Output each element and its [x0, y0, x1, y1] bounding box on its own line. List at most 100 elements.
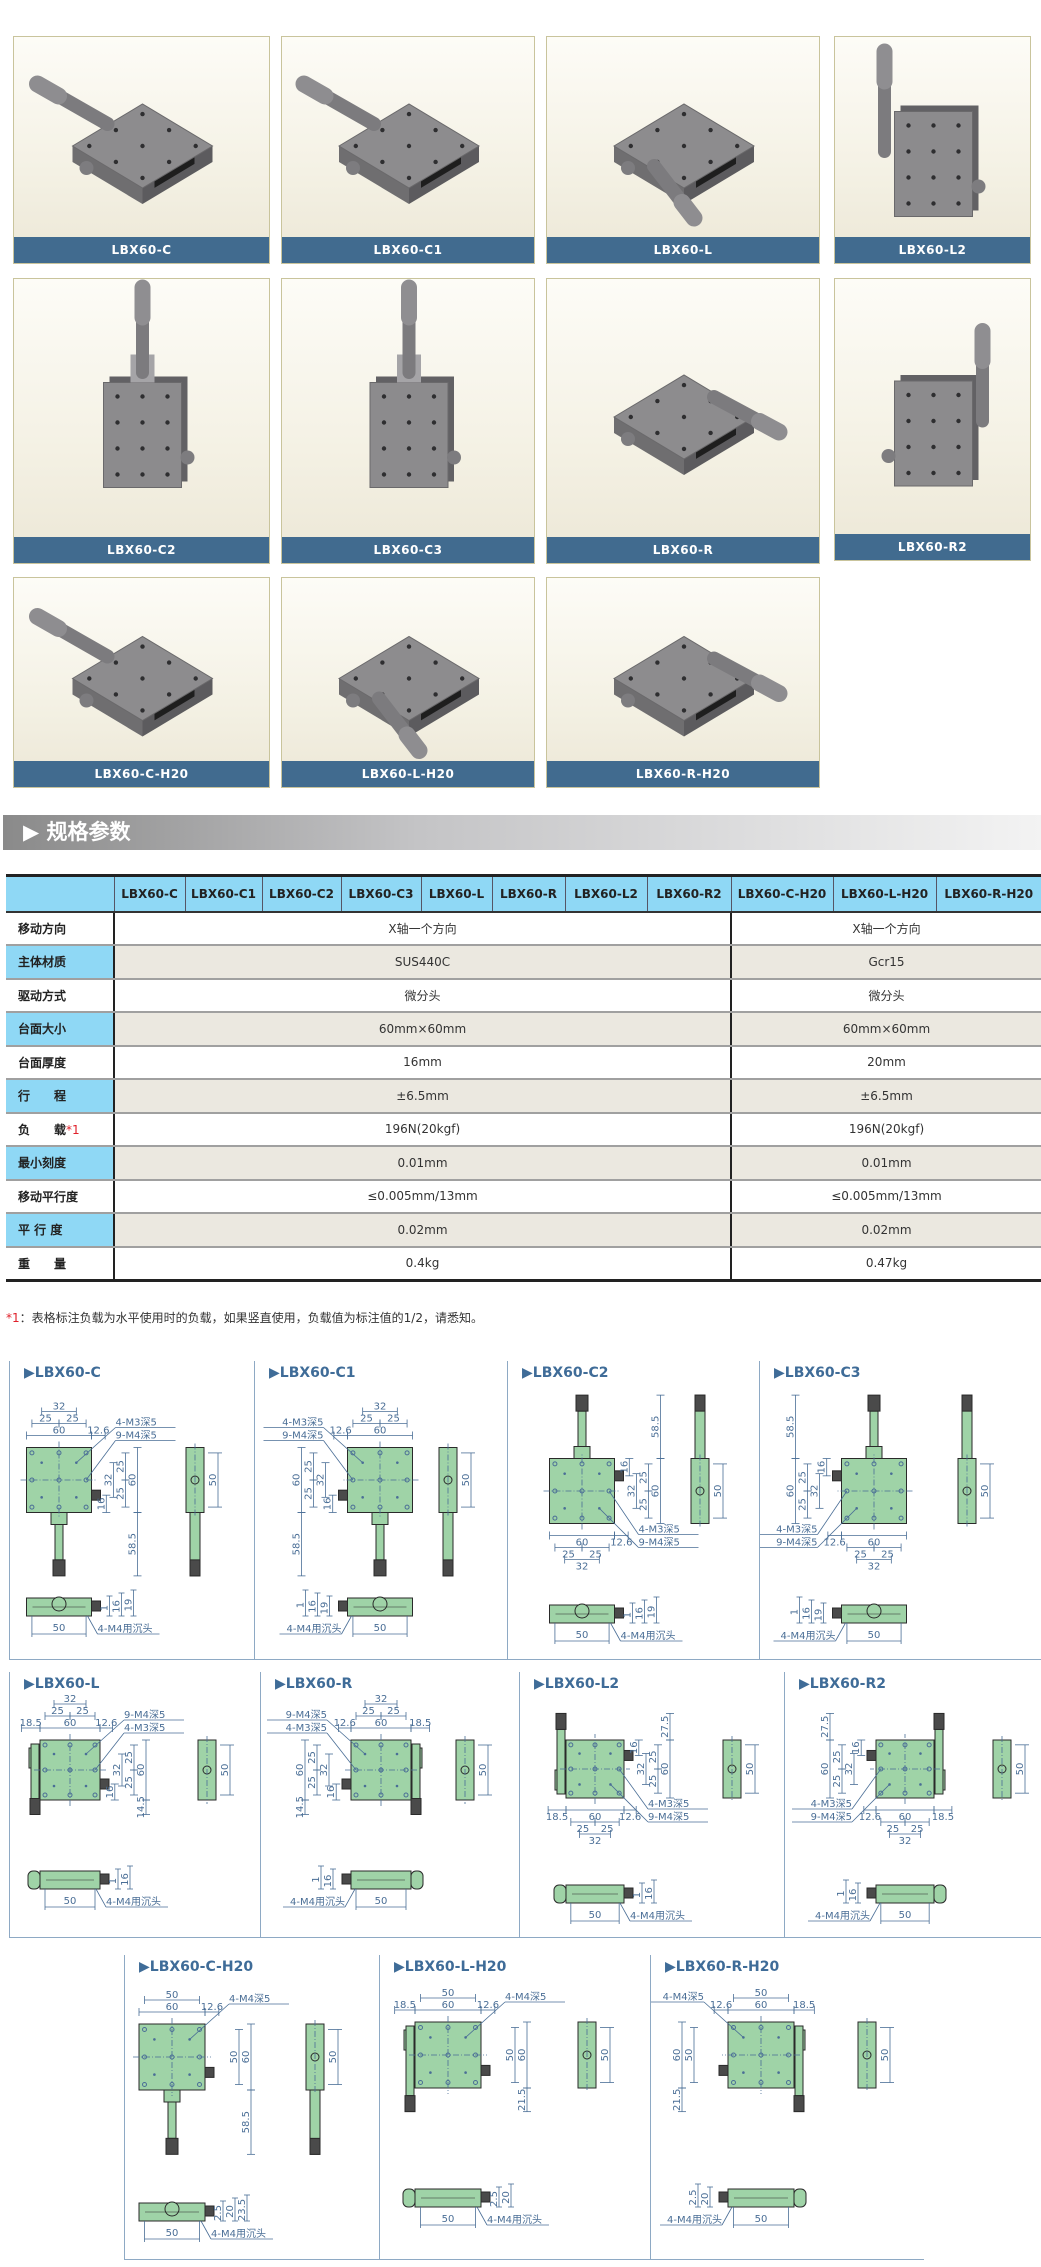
- tapped-hole: [606, 1461, 612, 1467]
- mount-hole: [433, 159, 438, 165]
- mount-hole: [681, 414, 687, 420]
- tapped-hole: [142, 2054, 147, 2060]
- tapped-hole: [403, 1742, 409, 1748]
- callout-label: 9-M4深5: [282, 1430, 323, 1442]
- dimension-label: 50: [220, 1764, 231, 1777]
- lock-knob: [621, 432, 635, 446]
- mount-hole: [931, 175, 936, 180]
- mount-hole: [628, 676, 633, 681]
- leader-line: [721, 2206, 733, 2226]
- row-label: 台面大小: [6, 1012, 115, 1047]
- leader-line: [95, 1888, 107, 1908]
- dimension-label: 12.6: [619, 1812, 641, 1823]
- product-label: LBX60-C-H20: [14, 761, 269, 787]
- dimension-label: 60: [292, 1474, 303, 1487]
- leader-line: [87, 1615, 98, 1635]
- product-card[interactable]: LBX60-L-H20: [281, 577, 535, 788]
- dimension-label: 18.5: [409, 1718, 431, 1729]
- product-card[interactable]: LBX60-R: [546, 278, 820, 564]
- dimension-label: 16: [851, 1741, 862, 1754]
- product-card[interactable]: LBX60-C-H20: [13, 577, 270, 788]
- mount-hole: [406, 472, 412, 477]
- product-card[interactable]: LBX60-R-H20: [546, 577, 820, 788]
- micrometer-thimble: [673, 193, 703, 227]
- tapped-hole: [429, 2071, 432, 2074]
- tapped-hole: [378, 1742, 384, 1748]
- product-card[interactable]: LBX60-L: [546, 36, 820, 264]
- row-label-text: 移动方向: [18, 921, 67, 936]
- callout-label: 4-M4用沉头: [667, 2213, 722, 2226]
- column-header: LBX60-L-H20: [832, 874, 936, 913]
- tapped-hole: [403, 1767, 409, 1773]
- dimension-label: 50: [505, 2049, 516, 2062]
- triangle-icon: ▶: [24, 1676, 35, 1692]
- tapped-hole: [350, 1477, 356, 1483]
- dimension-label: 27.5: [660, 1716, 671, 1738]
- dimension-label: 25: [601, 1824, 614, 1835]
- micrometer-thimble: [751, 413, 788, 441]
- tapped-hole: [568, 1790, 574, 1796]
- dimension-label: 12.6: [87, 1426, 109, 1437]
- dimension-label: 1: [836, 1890, 847, 1896]
- dimension-label: 25: [360, 1414, 373, 1425]
- product-photo: [338, 635, 480, 759]
- stage-side-left: [614, 417, 684, 475]
- dimension-label: 16: [308, 1600, 319, 1613]
- product-card[interactable]: LBX60-C: [13, 36, 270, 264]
- tapped-hole: [579, 1461, 585, 1467]
- callout-label: 4-M4用沉头: [106, 1895, 161, 1908]
- micrometer-body: [54, 1524, 64, 1561]
- dimension-label: 25: [639, 1471, 650, 1484]
- tapped-hole: [403, 1792, 409, 1798]
- dimension-label: 1: [311, 1876, 322, 1882]
- mount-hole: [906, 149, 911, 154]
- tapped-hole: [616, 1766, 622, 1772]
- tapped-hole: [42, 1742, 48, 1748]
- micrometer-thimble: [52, 1559, 66, 1577]
- product-card[interactable]: LBX60-C3: [281, 278, 535, 564]
- mount-hole: [956, 392, 961, 398]
- tapped-hole: [52, 1784, 56, 1788]
- front-micrometer-end: [372, 1596, 388, 1612]
- dimension-label: 60: [672, 2049, 683, 2062]
- tapped-hole: [919, 1752, 922, 1755]
- mount-hole: [381, 394, 387, 399]
- drawing-title: ▶LBX60-C-H20: [139, 1959, 253, 1975]
- micrometer-thimble: [165, 2137, 179, 2155]
- dimension-label: 1: [623, 1612, 634, 1618]
- spec-row: 驱动方式微分头微分头: [6, 978, 1041, 1013]
- dimension-label: 60: [576, 1538, 589, 1549]
- dimension-label: 50: [1015, 1763, 1026, 1776]
- leader-line: [200, 2220, 212, 2240]
- callout-label: 4-M4用沉头: [621, 1629, 676, 1642]
- tapped-hole: [888, 1752, 891, 1755]
- value-standard: X轴一个方向: [114, 911, 732, 946]
- product-label: LBX60-R-H20: [547, 761, 819, 787]
- product-card[interactable]: LBX60-C1: [281, 36, 535, 264]
- mount-hole: [906, 175, 911, 180]
- dimension-label: 32: [112, 1764, 123, 1777]
- tapped-hole: [197, 2082, 202, 2087]
- tapped-hole: [758, 2052, 764, 2058]
- mount-hole: [115, 472, 120, 477]
- dimension-label: 25: [589, 1550, 602, 1561]
- dimension-label: 16: [644, 1887, 655, 1900]
- mount-hole: [115, 394, 120, 399]
- tapped-hole: [878, 1766, 884, 1772]
- row-label: 平 行 度: [6, 1213, 115, 1248]
- drawing-title: ▶LBX60-C1: [269, 1365, 355, 1381]
- dimension-label: 25: [798, 1498, 809, 1511]
- mount-hole: [193, 143, 198, 149]
- product-card[interactable]: LBX60-C2: [13, 278, 270, 564]
- dimension-label: 14.5: [295, 1796, 306, 1818]
- product-card[interactable]: LBX60-R2: [834, 278, 1031, 561]
- product-card[interactable]: LBX60-L2: [834, 36, 1031, 264]
- column-header: LBX60-C-H20: [730, 874, 833, 913]
- spec-row: 行 程±6.5mm±6.5mm: [6, 1079, 1041, 1114]
- micrometer-thimble: [373, 1559, 387, 1577]
- tapped-hole: [552, 1515, 558, 1521]
- tapped-hole: [890, 1472, 893, 1475]
